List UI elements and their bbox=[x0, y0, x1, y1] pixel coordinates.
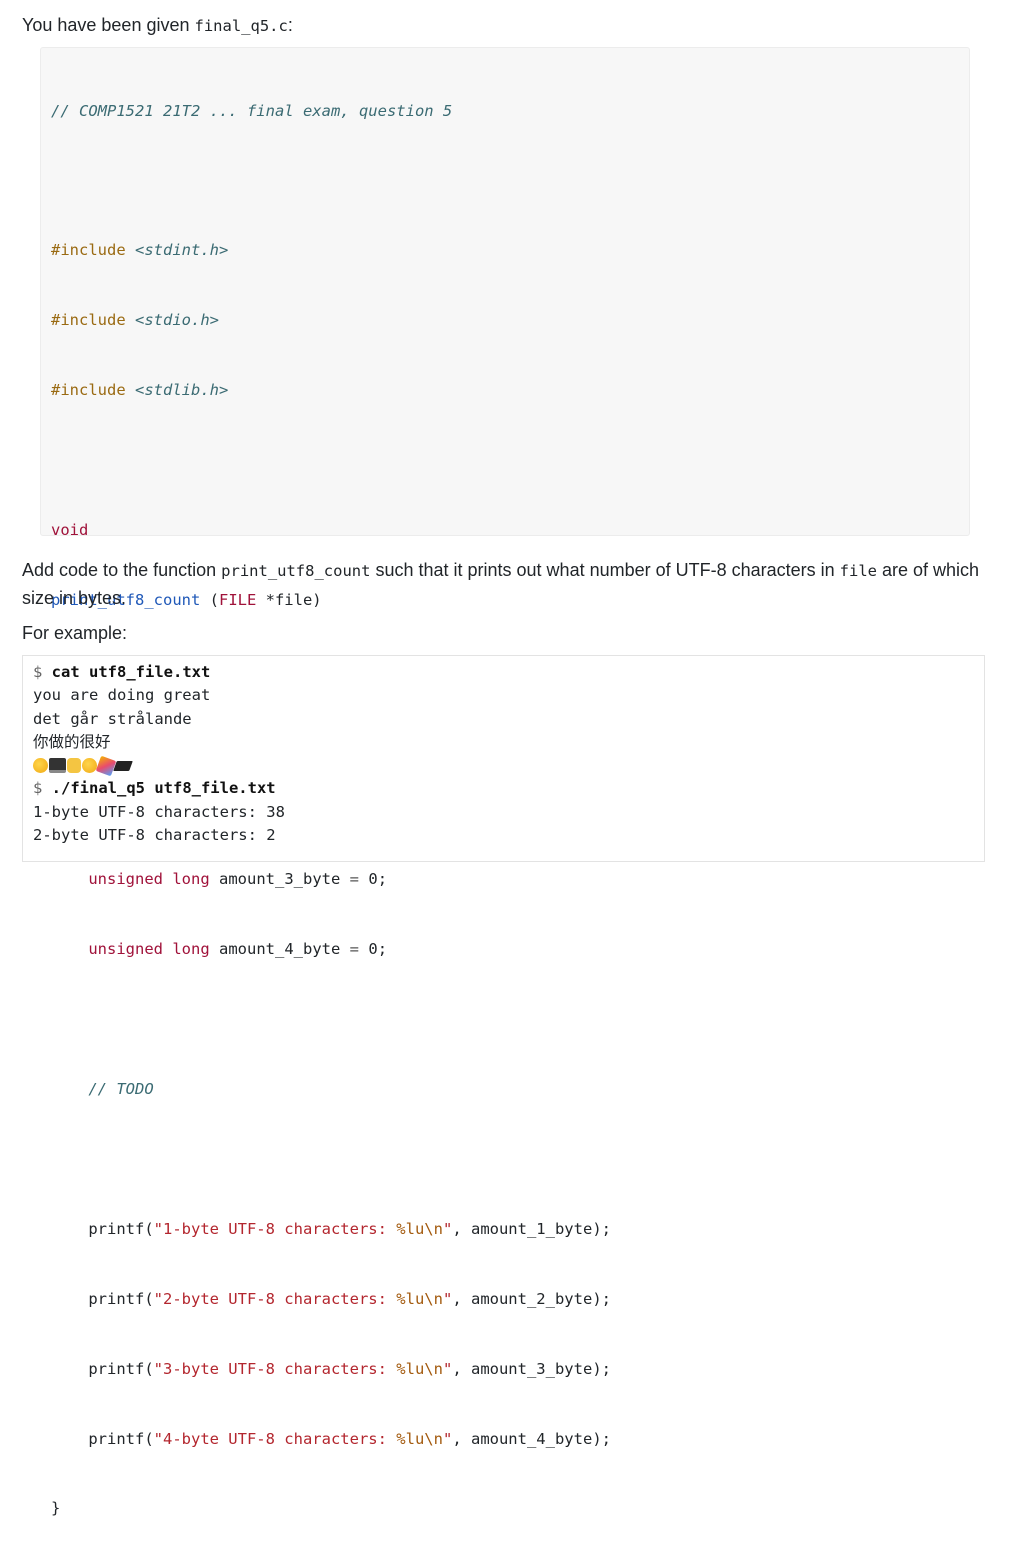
decl-value: 0 bbox=[368, 940, 378, 959]
function-name-code: print_utf8_count bbox=[221, 562, 371, 580]
intro-suffix: : bbox=[287, 15, 293, 35]
include-directive: #include bbox=[51, 241, 126, 260]
file-param-code: file bbox=[839, 562, 877, 580]
param-rest: *file) bbox=[256, 590, 322, 609]
shell-prompt: $ bbox=[33, 779, 52, 798]
thinking-face-icon bbox=[33, 758, 48, 774]
decl-value: 0 bbox=[368, 870, 378, 889]
code-line-include: #include <stdint.h> bbox=[51, 239, 959, 262]
printf-arg: amount_4_byte bbox=[470, 1429, 593, 1448]
decl-name: amount_3_byte bbox=[219, 870, 341, 889]
include-directive: #include bbox=[51, 311, 126, 330]
code-line-decl: unsigned long amount_3_byte = 0; bbox=[88, 870, 388, 889]
code-line-comment: // COMP1521 21T2 ... final exam, questio… bbox=[51, 100, 959, 123]
function-name: print_utf8_count bbox=[51, 590, 201, 609]
param-type: FILE bbox=[218, 590, 257, 609]
smiling-face-icon bbox=[82, 758, 97, 774]
printf-string: "3-byte UTF-8 characters: bbox=[153, 1359, 397, 1378]
printf-string: "4-byte UTF-8 characters: bbox=[153, 1429, 397, 1448]
example-label: For example: bbox=[22, 623, 128, 643]
terminal-line-command: $ ./final_q5 utf8_file.txt bbox=[33, 777, 974, 800]
filename-code: final_q5.c bbox=[194, 17, 288, 35]
printf-escape: %lu\n bbox=[396, 1219, 443, 1238]
source-code-block: // COMP1521 21T2 ... final exam, questio… bbox=[40, 47, 970, 1517]
code-line-decl: unsigned long amount_4_byte = 0; bbox=[88, 940, 388, 959]
printf-arg: amount_3_byte bbox=[470, 1359, 593, 1378]
code-line-return-type: void bbox=[51, 519, 959, 542]
include-header: <stdio.h> bbox=[135, 311, 219, 330]
intro-paragraph: You have been given final_q5.c: bbox=[22, 12, 293, 39]
printf-escape: %lu\n bbox=[396, 1429, 443, 1448]
raised-hands-icon bbox=[67, 758, 81, 774]
todo-comment: // TODO bbox=[88, 1080, 154, 1099]
close-brace: } bbox=[51, 1499, 61, 1518]
decl-type: long bbox=[172, 870, 210, 889]
code-line-blank bbox=[51, 449, 959, 472]
code-line-include: #include <stdlib.h> bbox=[51, 379, 959, 402]
instruction-text: Add code to the function bbox=[22, 560, 222, 580]
terminal-line-output: det går strålande bbox=[33, 709, 192, 728]
include-header: <stdint.h> bbox=[135, 241, 229, 260]
shell-prompt: $ bbox=[33, 663, 52, 681]
graduation-cap-icon bbox=[113, 760, 133, 771]
intro-text: You have been given bbox=[22, 15, 195, 35]
printf-string: "1-byte UTF-8 characters: bbox=[153, 1219, 397, 1238]
code-line-printf: printf("1-byte UTF-8 characters: %lu\n",… bbox=[51, 1219, 611, 1238]
code-line-todo: // TODO bbox=[51, 1078, 959, 1101]
terminal-line-result: 2-byte UTF-8 characters: 2 bbox=[33, 826, 276, 845]
include-header: <stdlib.h> bbox=[135, 381, 229, 400]
terminal-line-emoji bbox=[33, 754, 974, 777]
printf-escape: %lu\n bbox=[396, 1289, 443, 1308]
code-line-blank bbox=[51, 1148, 959, 1171]
code-line-blank bbox=[51, 1008, 959, 1031]
instruction-text: are of which size in bytes. bbox=[22, 560, 980, 608]
printf-string: "2-byte UTF-8 characters: bbox=[153, 1289, 397, 1308]
decl-type: unsigned bbox=[88, 870, 163, 889]
code-line-close-brace: } bbox=[51, 1497, 959, 1520]
decl-name: amount_4_byte bbox=[219, 940, 341, 959]
decl-type: long bbox=[172, 940, 210, 959]
decl-type: unsigned bbox=[88, 940, 163, 959]
return-type: void bbox=[51, 520, 89, 539]
terminal-line-output: 你做的很好 bbox=[33, 732, 111, 751]
instruction-text: such that it prints out what number of U… bbox=[370, 560, 840, 580]
printf-arg: amount_1_byte bbox=[470, 1219, 593, 1238]
code-line-blank bbox=[51, 169, 959, 192]
shell-command: cat utf8_file.txt bbox=[51, 663, 211, 681]
code-line-include: #include <stdio.h> bbox=[51, 309, 959, 332]
code-line-printf: printf("4-byte UTF-8 characters: %lu\n",… bbox=[51, 1429, 611, 1448]
printf-escape: %lu\n bbox=[396, 1359, 443, 1378]
terminal-example: $ cat utf8_file.txt you are doing great … bbox=[22, 655, 985, 862]
code-line-printf: printf("3-byte UTF-8 characters: %lu\n",… bbox=[51, 1359, 611, 1378]
instruction-paragraph: Add code to the function print_utf8_coun… bbox=[22, 557, 982, 612]
terminal-line-output: you are doing great bbox=[33, 686, 211, 705]
laptop-icon bbox=[49, 758, 66, 774]
code-line-signature: print_utf8_count (FILE *file) bbox=[51, 590, 322, 609]
terminal-line-command: $ cat utf8_file.txt bbox=[33, 661, 974, 684]
code-comment: // COMP1521 21T2 ... final exam, questio… bbox=[51, 101, 453, 120]
code-line-printf: printf("2-byte UTF-8 characters: %lu\n",… bbox=[51, 1289, 611, 1308]
party-popper-icon bbox=[95, 755, 117, 777]
shell-command: ./final_q5 utf8_file.txt bbox=[51, 779, 276, 798]
printf-arg: amount_2_byte bbox=[470, 1289, 593, 1308]
include-directive: #include bbox=[51, 381, 126, 400]
terminal-line-result: 1-byte UTF-8 characters: 38 bbox=[33, 802, 285, 821]
